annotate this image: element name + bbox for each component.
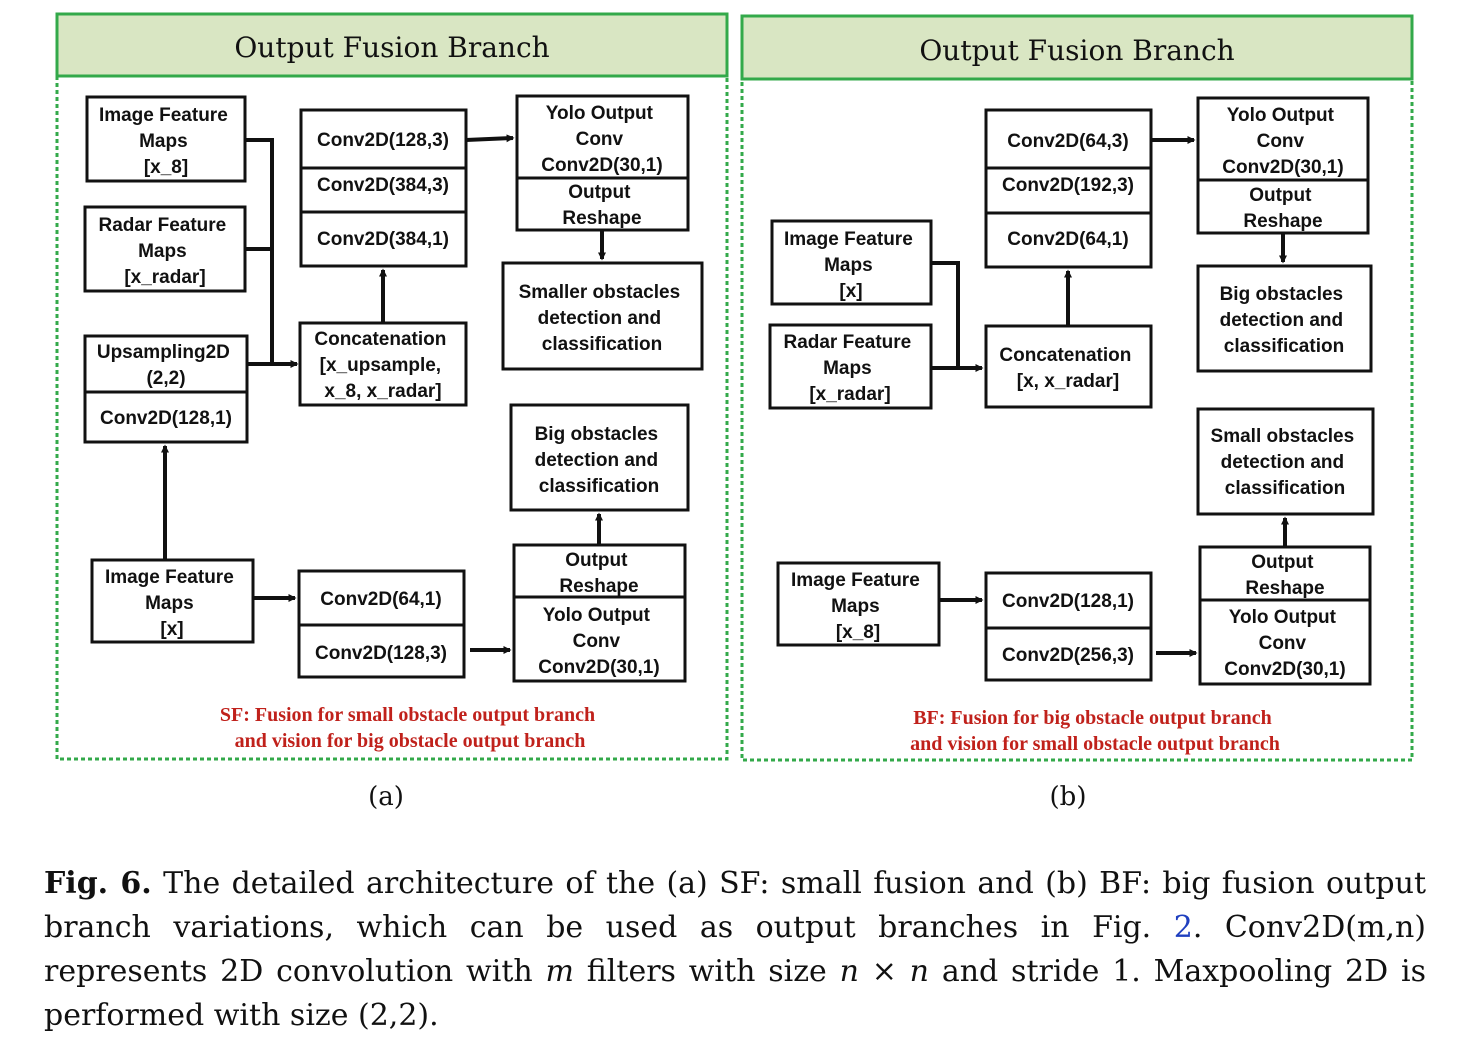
connector-image-x-to-bus <box>931 261 960 368</box>
caption-var-m: m <box>545 954 574 989</box>
architecture-figure: Output Fusion Branch Image Feature Maps … <box>55 12 1414 812</box>
image-feature-maps-x8-label: Image Feature Maps [x_8] <box>791 570 925 643</box>
caption-text-2: . Conv2D(m,n) represents 2D convolution … <box>44 910 1426 989</box>
panel-a-header-title: Output Fusion Branch <box>234 31 549 64</box>
radar-feature-maps-box <box>768 323 933 410</box>
caption-var-expr: n × n <box>839 954 930 989</box>
upsampling2d-label: Upsampling2D (2,2) <box>97 342 235 389</box>
smaller-obstacles-detection-box <box>501 261 704 371</box>
upsampling-conv2d-label: Conv2D(128,1) <box>100 408 232 429</box>
conv2d-128-3-label: Conv2D(128,3) <box>317 130 449 151</box>
yolo-output-conv-bottom-box <box>1198 598 1372 686</box>
image-feature-maps-x8-box <box>776 561 941 647</box>
output-reshape-top-box <box>515 176 690 232</box>
panel-a: Output Fusion Branch Image Feature Maps … <box>55 12 729 812</box>
panel-a-header <box>55 12 729 78</box>
conv2d-384-3-label: Conv2D(384,3) <box>317 175 449 196</box>
big-obstacles-detection-label: Big obstacles detection and classificati… <box>1220 284 1349 357</box>
small-obstacles-detection-box <box>1196 407 1375 516</box>
conv2d-192-3-label: Conv2D(192,3) <box>1002 175 1134 196</box>
output-reshape-bottom-label: Output Reshape <box>1245 552 1324 599</box>
conv2d-256-3-label: Conv2D(256,3) <box>1002 645 1134 666</box>
panel-a-dashed-frame <box>55 74 729 761</box>
panel-b-sublabel: (b) <box>1050 782 1087 812</box>
conv2d-128-3-bottom-label: Conv2D(128,3) <box>315 643 447 664</box>
panel-b: Output Fusion Branch Image Feature Maps … <box>740 14 1414 812</box>
caption-text-1: The detailed architecture of the (a) SF:… <box>44 866 1427 945</box>
connector-x8-to-bus <box>245 138 274 364</box>
yolo-output-conv-top-label: Yolo Output Conv Conv2D(30,1) <box>1222 105 1343 178</box>
image-feature-maps-x-box <box>770 219 933 306</box>
yolo-output-conv-top-box <box>515 94 690 180</box>
yolo-output-conv-top-label: Yolo Output Conv Conv2D(30,1) <box>541 103 662 176</box>
big-obstacles-detection-box <box>509 403 690 512</box>
radar-feature-maps-label: Radar Feature Maps [x_radar] <box>783 332 916 405</box>
image-feature-maps-x8-box <box>85 95 247 183</box>
image-feature-maps-x-box <box>90 558 255 644</box>
smaller-obstacles-detection-label: Smaller obstacles detection and classifi… <box>519 282 686 355</box>
concatenation-box <box>298 321 468 407</box>
image-feature-maps-x-label: Image Feature Maps [x] <box>784 229 918 302</box>
output-reshape-top-label: Output Reshape <box>1243 185 1322 232</box>
conv2d-64-1-label: Conv2D(64,1) <box>1007 229 1128 250</box>
conv2d-128-1-label: Conv2D(128,1) <box>1002 591 1134 612</box>
conv2d-64-1-label: Conv2D(64,1) <box>320 589 441 610</box>
conv2d-384-1-label: Conv2D(384,1) <box>317 229 449 250</box>
caption-text-4: and stride 1. Maxpooling 2D is performed… <box>44 954 1426 1033</box>
yolo-output-conv-bottom-box <box>512 595 687 683</box>
panel-b-note: BF: Fusion for big obstacle output branc… <box>910 707 1280 755</box>
panel-a-note: SF: Fusion for small obstacle output bra… <box>220 704 600 752</box>
caption-label: Fig. 6. <box>44 866 152 901</box>
panel-b-dashed-frame <box>740 77 1414 762</box>
output-reshape-bottom-box <box>512 543 687 599</box>
radar-feature-maps-box <box>83 205 247 293</box>
yolo-output-conv-top-box <box>1196 96 1370 182</box>
conv2d-384-3-box <box>299 166 468 214</box>
conv2d-256-3-box <box>984 626 1153 682</box>
panel-b-header-title: Output Fusion Branch <box>919 34 1234 67</box>
big-obstacles-detection-label: Big obstacles detection and classificati… <box>535 424 664 497</box>
upsampling-conv2d-box <box>83 390 249 444</box>
panel-b-connectors <box>931 136 1289 657</box>
output-reshape-bottom-box <box>1198 545 1372 602</box>
panel-a-connectors <box>161 134 606 654</box>
conv2d-64-3-label: Conv2D(64,3) <box>1007 131 1128 152</box>
arrow-conv-to-yolo-top <box>465 134 515 143</box>
conv2d-384-1-box <box>299 210 468 268</box>
output-reshape-top-label: Output Reshape <box>562 182 641 229</box>
panel-a-sublabel: (a) <box>368 782 404 812</box>
small-obstacles-detection-label: Small obstacles detection and classifica… <box>1211 426 1360 499</box>
conv2d-128-3-bottom-box <box>297 623 466 679</box>
radar-feature-maps-label: Radar Feature Maps [x_radar] <box>98 215 231 288</box>
big-obstacles-detection-box <box>1196 264 1373 373</box>
output-reshape-bottom-label: Output Reshape <box>559 550 638 597</box>
conv2d-128-3-box <box>299 108 468 170</box>
conv2d-192-3-box <box>984 166 1153 215</box>
yolo-output-conv-bottom-label: Yolo Output Conv Conv2D(30,1) <box>1224 607 1345 680</box>
yolo-output-conv-bottom-label: Yolo Output Conv Conv2D(30,1) <box>538 605 659 678</box>
concatenation-label: Concatenation [x_upsample, x_8, x_radar] <box>314 329 451 402</box>
panel-b-header <box>740 14 1414 81</box>
caption-figure-link[interactable]: 2 <box>1173 910 1193 945</box>
conv2d-64-1-box <box>297 569 466 627</box>
concatenation-box <box>984 324 1153 409</box>
output-reshape-top-box <box>1196 178 1370 235</box>
conv2d-64-1-box <box>984 211 1153 269</box>
concatenation-label: Concatenation [x, x_radar] <box>999 345 1136 392</box>
image-feature-maps-x-label: Image Feature Maps [x] <box>105 567 239 640</box>
caption-text-3: filters with size <box>573 954 840 989</box>
image-feature-maps-x8-label: Image Feature Maps [x_8] <box>99 105 233 178</box>
upsampling2d-box <box>83 334 249 394</box>
figure-caption: Fig. 6. The detailed architecture of the… <box>44 862 1426 1038</box>
